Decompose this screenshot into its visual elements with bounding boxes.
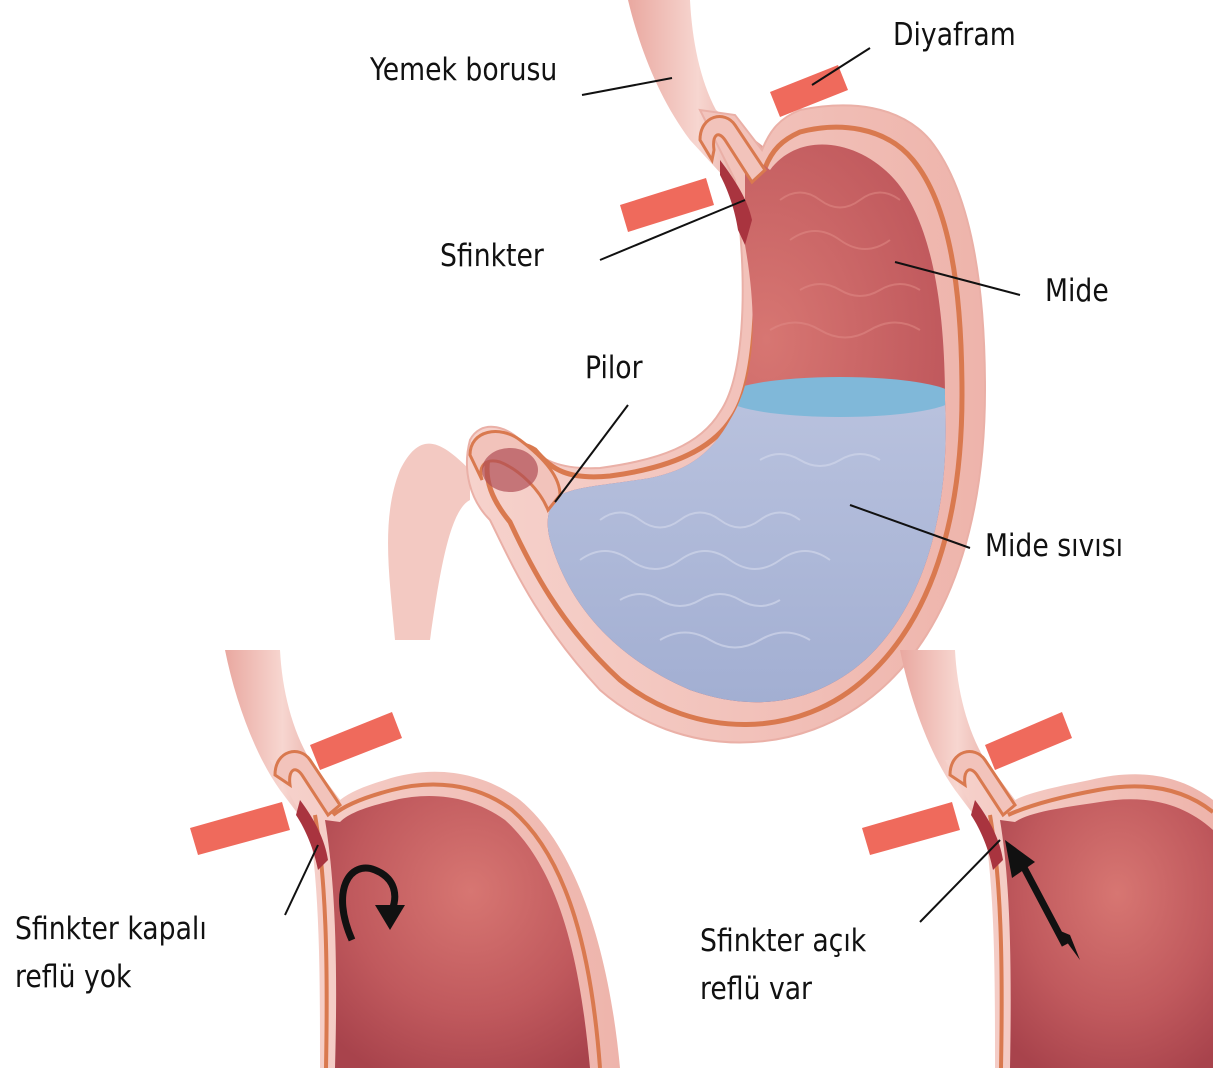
- leader-closed-sphincter: [285, 845, 318, 915]
- label-sphincter: Sfinkter: [440, 238, 544, 275]
- diaphragm-strip-left: [620, 178, 714, 232]
- open-sphincter-stomach: [862, 650, 1213, 1068]
- pylorus-opening: [482, 448, 538, 492]
- label-stomach: Mide: [1045, 273, 1109, 310]
- label-open-sphincter: Sfinkter açık reflü var: [700, 917, 866, 1013]
- closed-sphincter-stomach: [190, 650, 620, 1068]
- label-closed-sphincter: Sfinkter kapalı reflü yok: [15, 905, 207, 1001]
- open-diaphragm-bottom: [862, 802, 960, 855]
- closed-diaphragm-top: [310, 712, 402, 770]
- main-stomach: [388, 0, 985, 760]
- label-esophagus: Yemek borusu: [370, 52, 557, 89]
- open-interior: [1000, 799, 1213, 1068]
- label-pylorus: Pilor: [585, 350, 643, 387]
- open-diaphragm-top: [985, 712, 1072, 770]
- label-diaphragm: Diyafram: [893, 17, 1016, 54]
- closed-diaphragm-bottom: [190, 802, 290, 855]
- fluid-surface: [725, 377, 955, 417]
- label-gastric-fluid: Mide sıvısı: [985, 528, 1123, 565]
- leader-open-sphincter: [920, 840, 1000, 922]
- duodenum-tube: [388, 444, 470, 640]
